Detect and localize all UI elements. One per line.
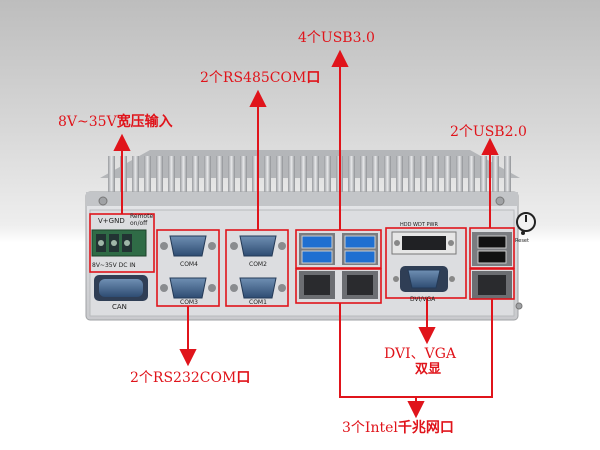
heatsink-fin (504, 156, 511, 196)
dvi-port (391, 231, 457, 255)
outline-usb2 (469, 227, 515, 269)
heatsink-fin (456, 156, 463, 196)
vga-port (393, 266, 455, 292)
heatsink-fin (396, 156, 403, 196)
dc-in-label: 8V~35V DC IN (92, 262, 136, 269)
heatsink-fin (120, 156, 127, 196)
heatsink-fin (324, 156, 331, 196)
heatsink-fin (264, 156, 271, 196)
callout-rs232: 2个RS232COM口 (130, 370, 251, 386)
heatsink-fin (300, 156, 307, 196)
callout-rs485: 2个RS485COM口 (200, 70, 321, 86)
com3-port (160, 277, 216, 299)
heatsink-fin (408, 156, 415, 196)
heatsink-fin (444, 156, 451, 196)
heatsink-fin (168, 156, 175, 196)
callout-usb3: 4个USB3.0 (298, 30, 375, 46)
power-terminal (91, 229, 147, 257)
heatsink-fin (432, 156, 439, 196)
heatsink-fin (480, 156, 487, 196)
heatsink-fin (192, 156, 199, 196)
heatsink-fin (288, 156, 295, 196)
com1-port (230, 277, 286, 299)
com2-port (230, 235, 286, 257)
heatsink-fin (420, 156, 427, 196)
heatsink-fin (252, 156, 259, 196)
com1-label: COM1 (249, 299, 267, 306)
reset-label: Reset (515, 238, 529, 244)
heatsink-fin (240, 156, 247, 196)
heatsink-fin (492, 156, 499, 196)
heatsink-fin (360, 156, 367, 196)
heatsink-fin (132, 156, 139, 196)
heatsink-fin (156, 156, 163, 196)
heatsink-fin (108, 156, 115, 196)
dvi-vga-label: DVI/VGA (410, 296, 436, 303)
heatsink-fin (468, 156, 475, 196)
heatsink-fin (180, 156, 187, 196)
power-button-icon (516, 212, 536, 235)
outline-lan-left (295, 268, 382, 304)
heatsink-fin (228, 156, 235, 196)
com2-label: COM2 (249, 261, 267, 268)
heatsink-fin (348, 156, 355, 196)
heatsink-fin (276, 156, 283, 196)
callout-power: 8V~35V宽压输入 (58, 114, 173, 130)
heatsink-fin (312, 156, 319, 196)
callout-usb2: 2个USB2.0 (450, 124, 527, 140)
heatsink-fin (216, 156, 223, 196)
v-gnd-label: V+GND (98, 217, 125, 225)
usb2-ports (472, 232, 512, 266)
callout-lan: 3个Intel千兆网口 (342, 420, 454, 436)
callout-dvi: DVI、VGA 双显 (384, 346, 457, 377)
remote-label: Remote on/off (130, 213, 154, 227)
led-labels: HDD WDT PWR (400, 222, 438, 228)
com4-label: COM4 (180, 261, 198, 268)
com3-label: COM3 (180, 299, 198, 306)
heatsink-fin (372, 156, 379, 196)
usb3-ports (299, 233, 378, 265)
can-label: CAN (112, 303, 127, 311)
can-port (94, 275, 148, 301)
heatsink-fin (204, 156, 211, 196)
lan-ports (299, 271, 512, 299)
outline-usb3 (295, 229, 382, 269)
heatsink-fin (384, 156, 391, 196)
com4-port (160, 235, 216, 257)
heatsink-fin (144, 156, 151, 196)
